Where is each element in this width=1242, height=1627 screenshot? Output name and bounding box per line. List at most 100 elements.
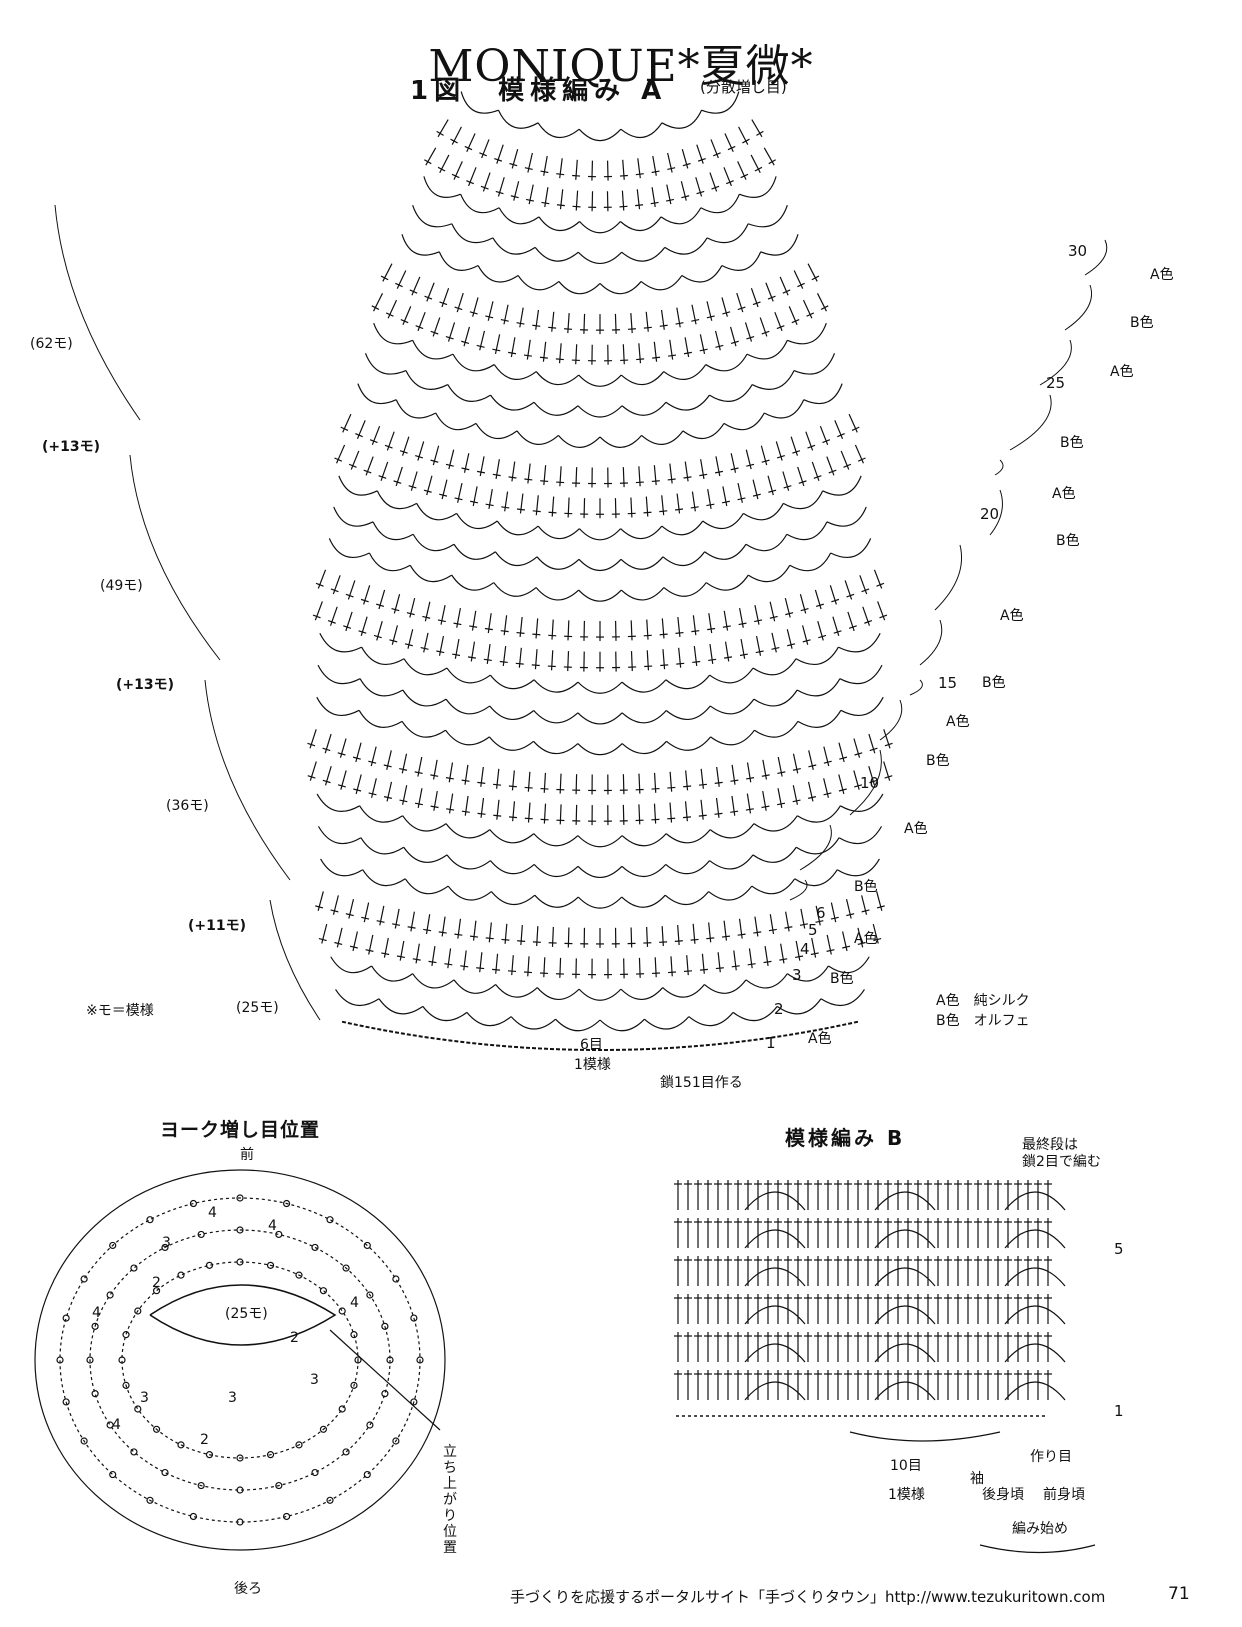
treble-stitch bbox=[811, 937, 817, 958]
chain-arch bbox=[488, 736, 534, 751]
treble-stitch bbox=[752, 301, 761, 306]
treble-stitch bbox=[731, 764, 736, 785]
treble-stitch bbox=[774, 311, 783, 332]
treble-stitch bbox=[461, 467, 470, 471]
treble-stitch bbox=[746, 762, 752, 783]
treble-stitch bbox=[551, 619, 554, 640]
chain-arch bbox=[577, 405, 623, 418]
row-bracket bbox=[989, 489, 1003, 536]
treble-stitch bbox=[779, 958, 788, 961]
treble-stitch bbox=[777, 756, 783, 777]
yoke-number: 4 bbox=[92, 1305, 101, 1321]
treble-stitch bbox=[708, 922, 712, 943]
treble-stitch bbox=[844, 580, 853, 600]
chain-arch bbox=[838, 632, 881, 653]
chain-arch bbox=[666, 736, 712, 751]
increase-marker bbox=[106, 1291, 114, 1299]
treble-stitch bbox=[345, 913, 354, 917]
treble-stitch bbox=[447, 948, 452, 969]
treble-stitch bbox=[376, 920, 385, 923]
foundation-label: 作り目 bbox=[1030, 1449, 1072, 1465]
treble-stitch bbox=[543, 465, 547, 486]
chain-arch bbox=[701, 91, 740, 114]
increase-marker bbox=[197, 1230, 205, 1239]
chain-arch bbox=[621, 833, 667, 847]
treble-stitch bbox=[527, 152, 533, 173]
treble-stitch bbox=[638, 773, 641, 794]
treble-stitch bbox=[454, 497, 463, 501]
treble-stitch bbox=[823, 792, 832, 796]
treble-stitch bbox=[780, 943, 785, 964]
treble-stitch bbox=[399, 450, 408, 454]
treble-stitch bbox=[755, 635, 762, 656]
treble-stitch bbox=[799, 594, 807, 614]
treble-stitch bbox=[542, 341, 547, 362]
increase-marker bbox=[266, 1261, 275, 1269]
treble-stitch bbox=[750, 287, 759, 308]
treble-stitch bbox=[730, 453, 737, 473]
increase-marker bbox=[80, 1275, 88, 1283]
chain-arch bbox=[319, 632, 362, 653]
yoke-ring bbox=[89, 1229, 391, 1491]
chain-arch bbox=[577, 681, 623, 694]
chain-arch bbox=[621, 679, 667, 693]
chain-arch bbox=[621, 247, 666, 262]
patternB-arch bbox=[874, 1305, 936, 1325]
treble-stitch bbox=[509, 162, 518, 167]
increase-marker bbox=[236, 1486, 244, 1494]
chain-arch bbox=[317, 664, 361, 685]
patternB-top-note: 最終段は bbox=[1022, 1137, 1078, 1153]
yoke-number: 3 bbox=[162, 1235, 171, 1251]
treble-stitch bbox=[652, 155, 657, 176]
treble-stitch bbox=[501, 938, 510, 941]
treble-stitch bbox=[507, 970, 517, 973]
treble-stitch bbox=[662, 649, 666, 670]
treble-stitch bbox=[775, 441, 783, 461]
side-label: (25モ) bbox=[236, 1000, 279, 1016]
treble-stitch bbox=[411, 276, 421, 296]
increase-marker bbox=[152, 1287, 161, 1295]
chain-arch bbox=[577, 743, 623, 756]
treble-stitch bbox=[527, 771, 531, 792]
chain-arch bbox=[368, 552, 411, 572]
treble-stitch bbox=[315, 582, 324, 587]
treble-stitch bbox=[309, 729, 317, 749]
chain-arch bbox=[401, 721, 446, 738]
treble-stitch bbox=[848, 625, 857, 629]
treble-stitch bbox=[682, 816, 692, 819]
treble-stitch bbox=[721, 935, 731, 938]
treble-stitch bbox=[369, 439, 378, 444]
treble-stitch bbox=[496, 799, 500, 820]
treble-stitch bbox=[510, 337, 516, 358]
treble-stitch bbox=[834, 420, 844, 440]
treble-stitch bbox=[532, 633, 541, 636]
side-label: (49モ) bbox=[100, 578, 143, 594]
patternB-arch bbox=[874, 1191, 936, 1211]
chain-arch bbox=[620, 587, 665, 601]
treble-stitch bbox=[503, 304, 509, 325]
chain-arch bbox=[578, 558, 622, 572]
increase-marker bbox=[381, 1322, 389, 1330]
treble-stitch bbox=[683, 785, 692, 788]
patternB-repeat-count: 10目 bbox=[890, 1458, 922, 1474]
chain-arch bbox=[338, 475, 378, 496]
chain-arch bbox=[786, 521, 828, 541]
treble-stitch bbox=[638, 957, 641, 978]
row-bracket bbox=[1064, 284, 1092, 331]
treble-stitch bbox=[883, 729, 891, 749]
increase-marker bbox=[205, 1261, 214, 1269]
treble-stitch bbox=[680, 181, 687, 201]
chain-arch bbox=[746, 340, 788, 360]
treble-stitch bbox=[737, 497, 746, 501]
treble-stitch bbox=[797, 466, 805, 487]
chain-arch bbox=[490, 891, 536, 906]
treble-stitch bbox=[659, 633, 668, 636]
chain-arch bbox=[786, 965, 829, 982]
row-number: 25 bbox=[1046, 374, 1066, 392]
treble-stitch bbox=[393, 594, 401, 614]
treble-stitch bbox=[424, 159, 432, 165]
treble-stitch bbox=[543, 155, 548, 176]
chain-arch bbox=[826, 506, 867, 527]
treble-stitch bbox=[317, 569, 327, 589]
treble-stitch bbox=[461, 340, 470, 344]
